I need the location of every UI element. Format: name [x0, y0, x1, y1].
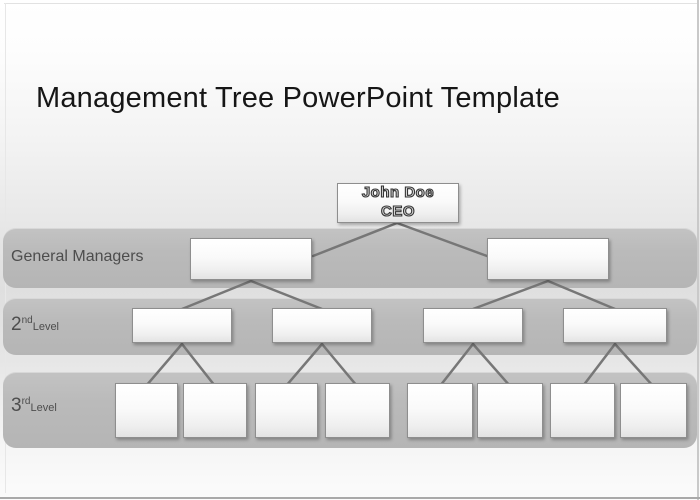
frame-line-top	[4, 3, 698, 4]
placeholder-box-gm-1[interactable]	[190, 238, 312, 280]
band-label-ordinal: nd	[21, 315, 33, 326]
placeholder-box-level2-3[interactable]	[423, 308, 523, 343]
frame-line-bottom	[0, 497, 700, 499]
band-label-number: 2	[11, 314, 22, 335]
placeholder-box-level2-1[interactable]	[132, 308, 232, 343]
placeholder-box-level3-3[interactable]	[255, 383, 318, 438]
placeholder-box-level3-7[interactable]	[550, 383, 615, 438]
band-label-text: Level	[30, 402, 57, 414]
band-label-general-managers: General Managers	[11, 248, 144, 265]
placeholder-box-level3-6[interactable]	[477, 383, 543, 438]
placeholder-box-level2-4[interactable]	[563, 308, 667, 343]
placeholder-box-level3-1[interactable]	[115, 383, 178, 438]
placeholder-box-level2-2[interactable]	[272, 308, 372, 343]
ceo-role: CEO	[380, 202, 415, 220]
placeholder-box-level3-5[interactable]	[407, 383, 473, 438]
placeholder-box-gm-2[interactable]	[487, 238, 609, 280]
placeholder-box-level3-8[interactable]	[620, 383, 687, 438]
placeholder-box-level3-4[interactable]	[325, 383, 390, 438]
slide-title: Management Tree PowerPoint Template	[36, 82, 560, 114]
ceo-name: John Doe	[361, 184, 435, 202]
band-label-number: 3	[11, 395, 22, 416]
ceo-box[interactable]: John Doe CEO	[337, 183, 459, 223]
band-label-text: Level	[32, 321, 59, 333]
placeholder-box-level3-2[interactable]	[183, 383, 247, 438]
frame-line-right	[697, 0, 699, 500]
band-label-ordinal: rd	[21, 396, 31, 407]
